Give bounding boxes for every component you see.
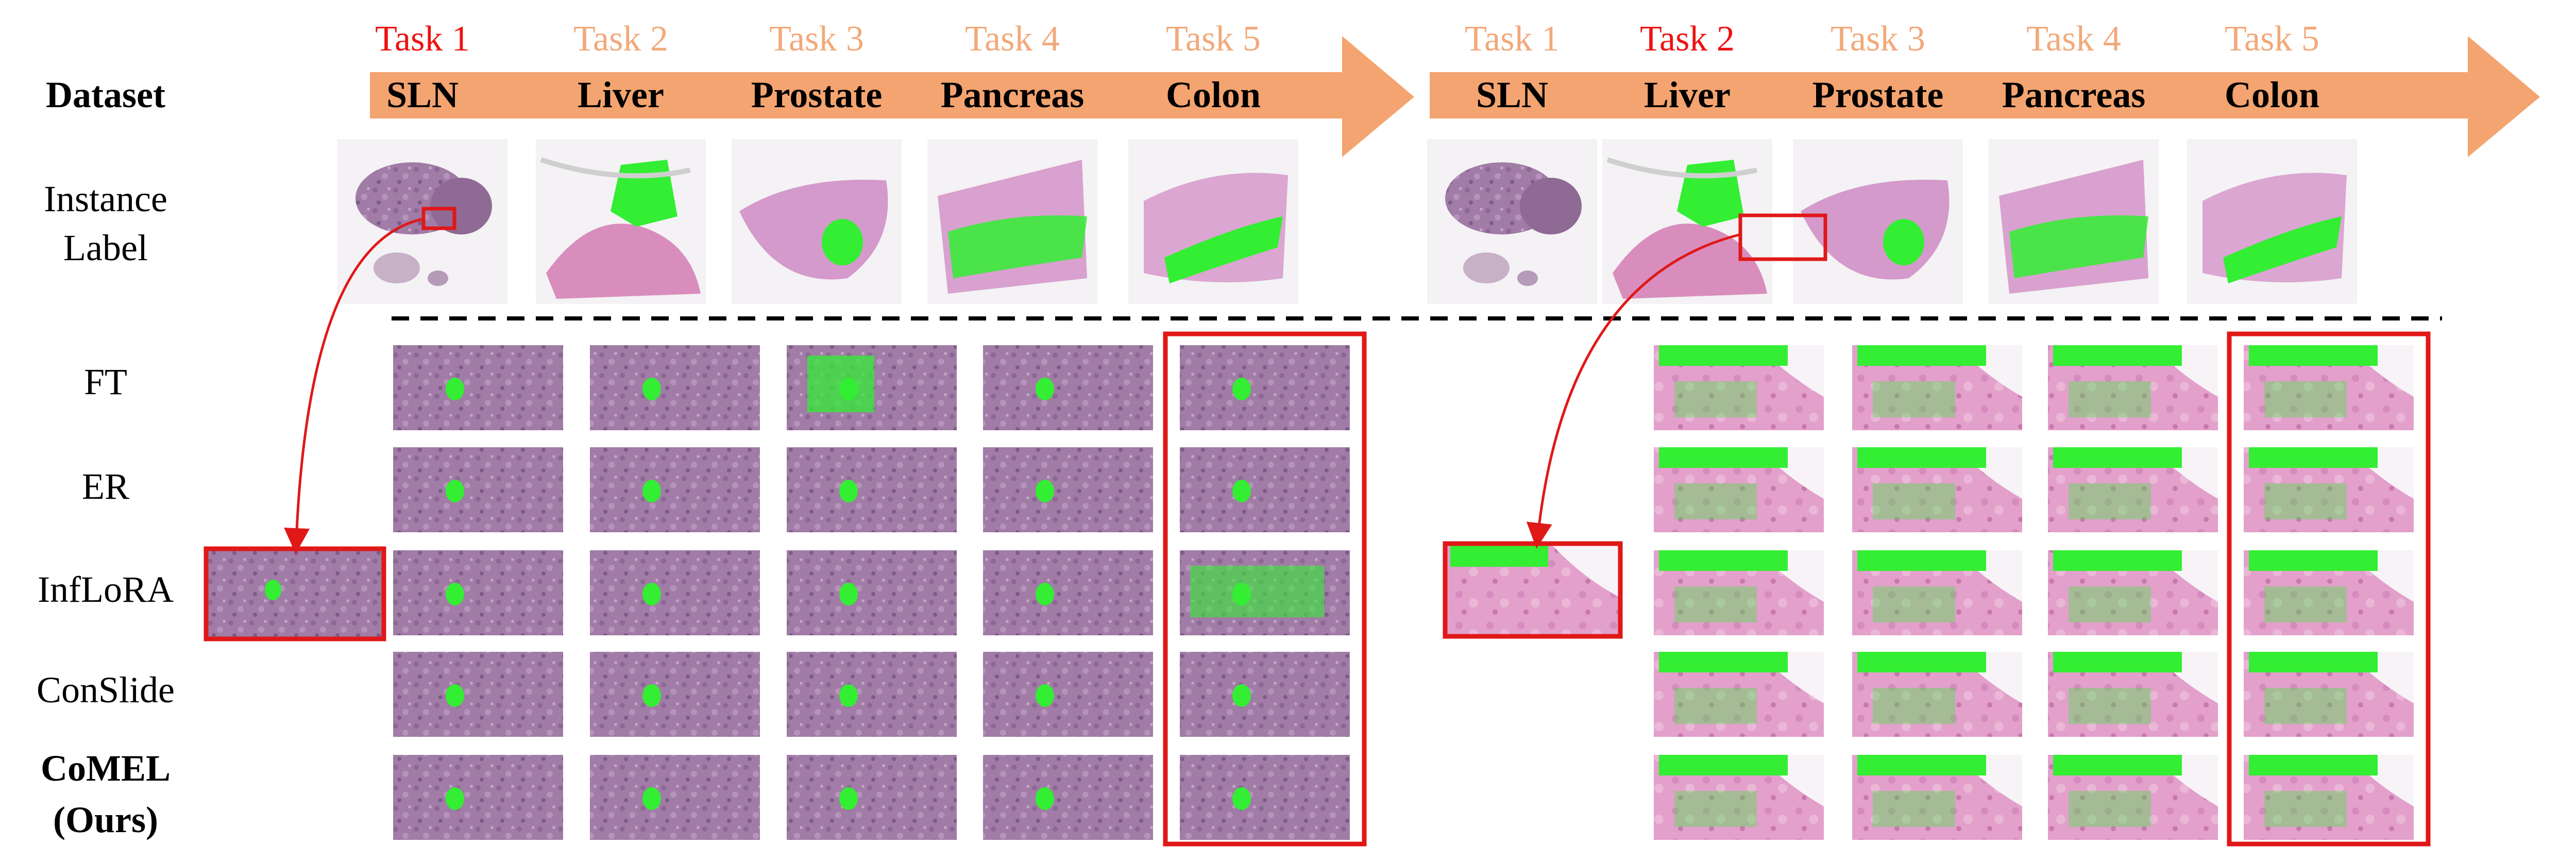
- task-label: Task 4: [965, 19, 1060, 59]
- dataset-label: Dataset: [46, 74, 165, 115]
- result-patch: [983, 652, 1153, 737]
- result-patch: [2048, 652, 2218, 737]
- result-patch: [590, 550, 760, 635]
- dataset-name: SLN: [1476, 74, 1548, 115]
- dataset-name: SLN: [386, 74, 459, 115]
- result-patch: [1654, 345, 1824, 430]
- result-patch: [2244, 345, 2414, 430]
- method-label-comel-ours: (Ours): [53, 799, 158, 840]
- result-patch: [787, 652, 957, 737]
- method-label-inflora: InfLoRA: [38, 569, 174, 610]
- result-patch: [2244, 755, 2414, 840]
- zoom-arrow: [1526, 233, 1741, 549]
- dataset-name: Liver: [578, 74, 664, 115]
- zoom-arrow: [284, 217, 424, 554]
- result-patch: [787, 755, 957, 840]
- instance-thumbnail: [1427, 139, 1597, 304]
- timeline-arrow: [1430, 36, 2540, 157]
- result-patch: [983, 447, 1153, 532]
- result-patch: [590, 345, 760, 430]
- dataset-name: Prostate: [751, 74, 883, 115]
- result-patch: [2244, 652, 2414, 737]
- timeline-arrow: [370, 36, 1414, 157]
- result-patch: [787, 345, 957, 430]
- instance-thumbnail: [1793, 139, 1963, 304]
- dataset-name: Pancreas: [941, 74, 1084, 115]
- result-patch: [1180, 447, 1350, 532]
- zoom-callout-right: [1443, 541, 1623, 639]
- result-patch: [393, 755, 563, 840]
- result-patch: [2048, 345, 2218, 430]
- task-label: Task 2: [573, 19, 668, 59]
- result-patch: [1654, 447, 1824, 532]
- method-label-conslide: ConSlide: [37, 669, 175, 711]
- dataset-name: Prostate: [1812, 74, 1944, 115]
- result-patch: [1852, 550, 2022, 635]
- source-box: [421, 207, 456, 230]
- task-label: Task 3: [769, 19, 864, 59]
- panel-left: Task 1 SLN Task 2 Liver Task 3 Prostate Task 4…: [337, 19, 1414, 847]
- instance-label-line1: Instance: [44, 178, 167, 220]
- method-label-er: ER: [82, 466, 129, 507]
- result-patch: [983, 755, 1153, 840]
- result-patch: [2244, 550, 2414, 635]
- result-patch: [1654, 755, 1824, 840]
- result-patch: [1180, 550, 1350, 635]
- instance-thumbnail: [732, 139, 902, 304]
- dataset-name: Colon: [2225, 74, 2319, 115]
- result-patch: [393, 447, 563, 532]
- instance-thumbnail: [1128, 139, 1298, 304]
- result-patch: [983, 345, 1153, 430]
- result-patch: [1654, 550, 1824, 635]
- result-patch: [787, 550, 957, 635]
- result-patch: [1852, 447, 2022, 532]
- source-box: [1738, 213, 1827, 261]
- result-patch: [1852, 345, 2022, 430]
- result-patch: [590, 447, 760, 532]
- result-patch: [2048, 550, 2218, 635]
- task-label: Task 5: [1166, 19, 1261, 59]
- panel-right: Task 1 SLN Task 2 Liver Task 3 Prostate Task 4…: [1427, 19, 2540, 847]
- method-label-ft: FT: [84, 361, 127, 402]
- instance-label-line2: Label: [63, 227, 148, 268]
- method-label-comel: CoMEL: [41, 748, 171, 789]
- dataset-name: Pancreas: [2002, 74, 2146, 115]
- result-patch: [1852, 652, 2022, 737]
- task-label: Task 2: [1640, 19, 1735, 59]
- task-label: Task 1: [375, 19, 470, 59]
- result-patch: [393, 345, 563, 430]
- highlight-box: [2227, 331, 2431, 847]
- instance-thumbnail: [1602, 139, 1772, 304]
- task-label: Task 3: [1831, 19, 1925, 59]
- result-patch: [2048, 447, 2218, 532]
- instance-thumbnail: [2187, 139, 2357, 304]
- result-patch: [983, 550, 1153, 635]
- result-patch: [590, 652, 760, 737]
- task-label: Task 4: [2026, 19, 2121, 59]
- result-patch: [787, 447, 957, 532]
- instance-thumbnail: [536, 139, 706, 304]
- result-patch: [2048, 755, 2218, 840]
- result-patch: [1180, 345, 1350, 430]
- result-patch: [2244, 447, 2414, 532]
- zoom-callout-left: [204, 546, 386, 641]
- result-patch: [1180, 755, 1350, 840]
- result-patch: [1180, 652, 1350, 737]
- dataset-name: Liver: [1644, 74, 1731, 115]
- result-patch: [393, 652, 563, 737]
- instance-thumbnail: [1989, 139, 2159, 304]
- result-patch: [1852, 755, 2022, 840]
- task-label: Task 1: [1465, 19, 1560, 59]
- result-patch: [393, 550, 563, 635]
- highlight-box: [1163, 331, 1367, 847]
- instance-thumbnail: [927, 139, 1097, 304]
- result-patch: [1654, 652, 1824, 737]
- result-patch: [590, 755, 760, 840]
- task-label: Task 5: [2225, 19, 2319, 59]
- dataset-name: Colon: [1166, 74, 1261, 115]
